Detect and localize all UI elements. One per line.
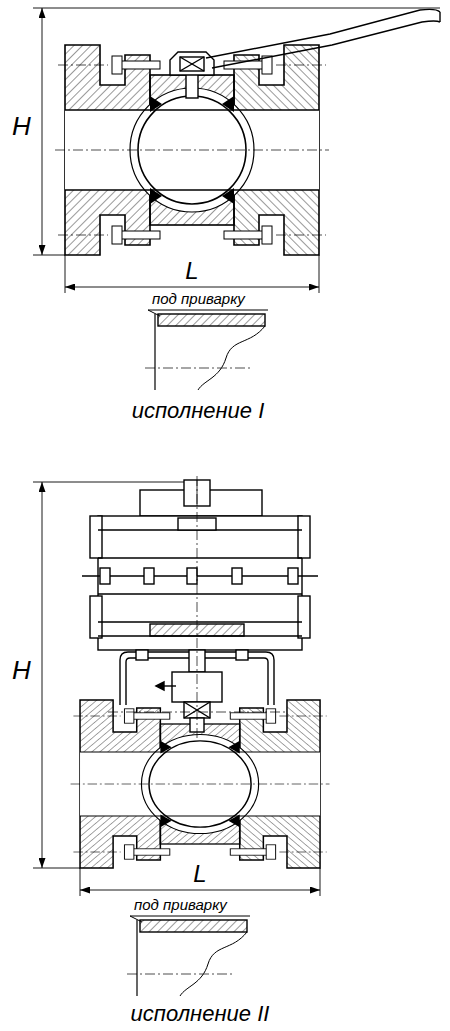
valve-body bbox=[55, 45, 329, 255]
weld-note: под приварку bbox=[132, 896, 229, 913]
valve-version-2 bbox=[33, 476, 330, 996]
dimension-label: H bbox=[10, 112, 33, 142]
dimension-lines bbox=[33, 8, 440, 293]
version-caption: исполнение II bbox=[129, 1001, 272, 1026]
dimension-label: L bbox=[183, 257, 200, 285]
yoke-and-coupling bbox=[108, 476, 288, 740]
valve-version-1 bbox=[33, 8, 440, 390]
version-caption: исполнение I bbox=[130, 398, 267, 423]
weld-end-detail bbox=[145, 310, 268, 390]
stem-and-handle bbox=[170, 9, 440, 98]
dimension-label: L bbox=[191, 860, 208, 888]
dimension-lines bbox=[33, 482, 320, 896]
valve-body bbox=[71, 700, 330, 868]
dimension-label: H bbox=[10, 656, 33, 686]
gear-actuator bbox=[82, 480, 318, 650]
weld-note: под приварку bbox=[150, 290, 247, 307]
weld-end-detail bbox=[127, 916, 250, 996]
